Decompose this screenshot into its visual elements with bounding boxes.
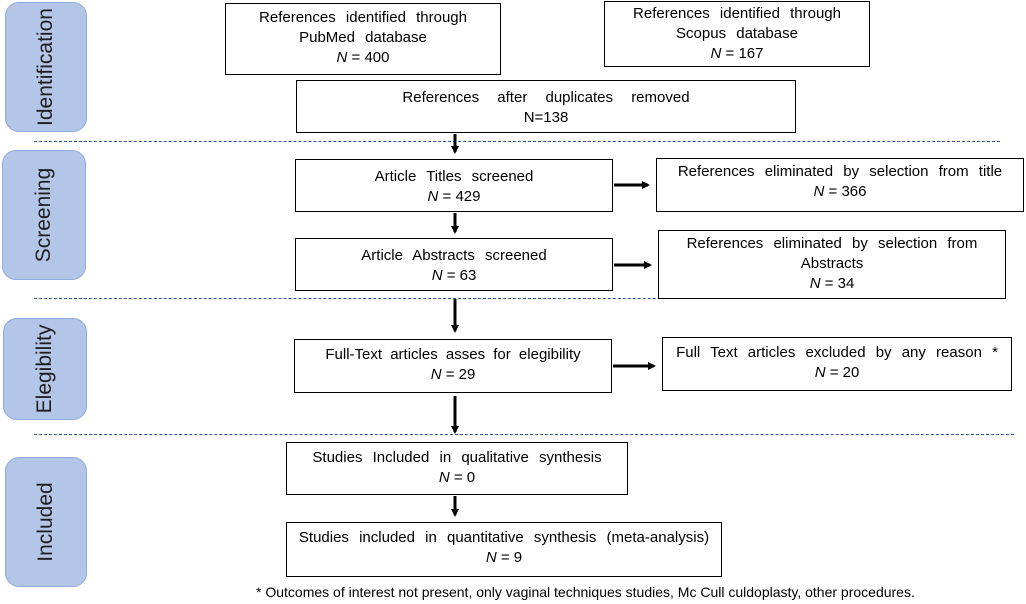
box-quantitative-text: Studies included in quantitative synthes… — [298, 529, 710, 546]
box-abstracts-excluded-text: References eliminated by selection from … — [686, 235, 978, 272]
divider-screening-eligibility — [34, 298, 1000, 299]
box-fulltext-excluded-n-label: N — [814, 364, 826, 381]
box-qualitative-n-value: = 0 — [449, 469, 476, 486]
box-quantitative-n-label: N — [485, 549, 497, 566]
box-fulltext-excluded: Full Text articles excluded by any reaso… — [662, 337, 1012, 391]
box-duplicates-text: References after duplicates removed — [402, 89, 690, 106]
stage-included: Included — [5, 457, 87, 587]
box-abstracts-n-label: N — [431, 267, 443, 284]
box-abstracts-text: Article Abstracts screened — [361, 247, 547, 264]
box-fulltext-n-value: = 29 — [441, 366, 476, 383]
box-scopus-text: References identified through Scopus dat… — [633, 5, 841, 42]
box-quantitative: Studies included in quantitative synthes… — [286, 522, 722, 577]
box-qualitative: Studies Included in qualitative synthesi… — [286, 442, 628, 495]
box-titles-excluded: References eliminated by selection from … — [656, 158, 1024, 212]
box-fulltext-excluded-text: Full Text articles excluded by any reaso… — [676, 344, 998, 361]
divider-identification-screening — [34, 141, 1000, 142]
box-duplicates-n: N=138 — [523, 109, 569, 126]
box-abstracts: Article Abstracts screened N = 63 — [295, 238, 613, 291]
box-abstracts-excluded-n-label: N — [809, 275, 821, 292]
box-fulltext-excluded-n-value: = 20 — [825, 364, 860, 381]
box-abstracts-n-value: = 63 — [442, 267, 477, 284]
box-scopus-n-value: = 167 — [721, 45, 764, 62]
divider-eligibility-included — [34, 434, 1014, 435]
box-fulltext-text: Full-Text articles asses for elegibility — [325, 346, 581, 363]
box-quantitative-n-value: = 9 — [496, 549, 523, 566]
box-pubmed-text: References identified through PubMed dat… — [259, 9, 467, 46]
box-fulltext-n-label: N — [430, 366, 442, 383]
box-titles-text: Article Titles screened — [374, 168, 534, 185]
box-abstracts-excluded: References eliminated by selection from … — [658, 230, 1006, 299]
box-titles-excluded-text: References eliminated by selection from … — [677, 163, 1003, 180]
box-qualitative-n-label: N — [438, 469, 450, 486]
box-titles-excluded-n-label: N — [813, 183, 825, 200]
box-scopus-n-label: N — [710, 45, 722, 62]
stage-identification: Identification — [5, 2, 87, 132]
stage-eligibility: Elegibility — [3, 318, 87, 420]
box-scopus: References identified through Scopus dat… — [604, 1, 870, 67]
box-pubmed: References identified through PubMed dat… — [225, 3, 501, 75]
box-qualitative-text: Studies Included in qualitative synthesi… — [312, 449, 602, 466]
box-pubmed-n-label: N — [336, 49, 348, 66]
box-abstracts-excluded-n-value: = 34 — [820, 275, 855, 292]
box-titles-excluded-n-value: = 366 — [824, 183, 867, 200]
box-duplicates: References after duplicates removed N=13… — [296, 80, 796, 133]
box-titles-n-value: = 429 — [438, 188, 481, 205]
stage-screening: Screening — [2, 150, 86, 280]
box-fulltext: Full-Text articles asses for elegibility… — [294, 339, 612, 393]
box-titles-n-label: N — [427, 188, 439, 205]
footnote: * Outcomes of interest not present, only… — [256, 584, 915, 600]
box-pubmed-n-value: = 400 — [347, 49, 390, 66]
box-titles: Article Titles screened N = 429 — [295, 159, 613, 212]
